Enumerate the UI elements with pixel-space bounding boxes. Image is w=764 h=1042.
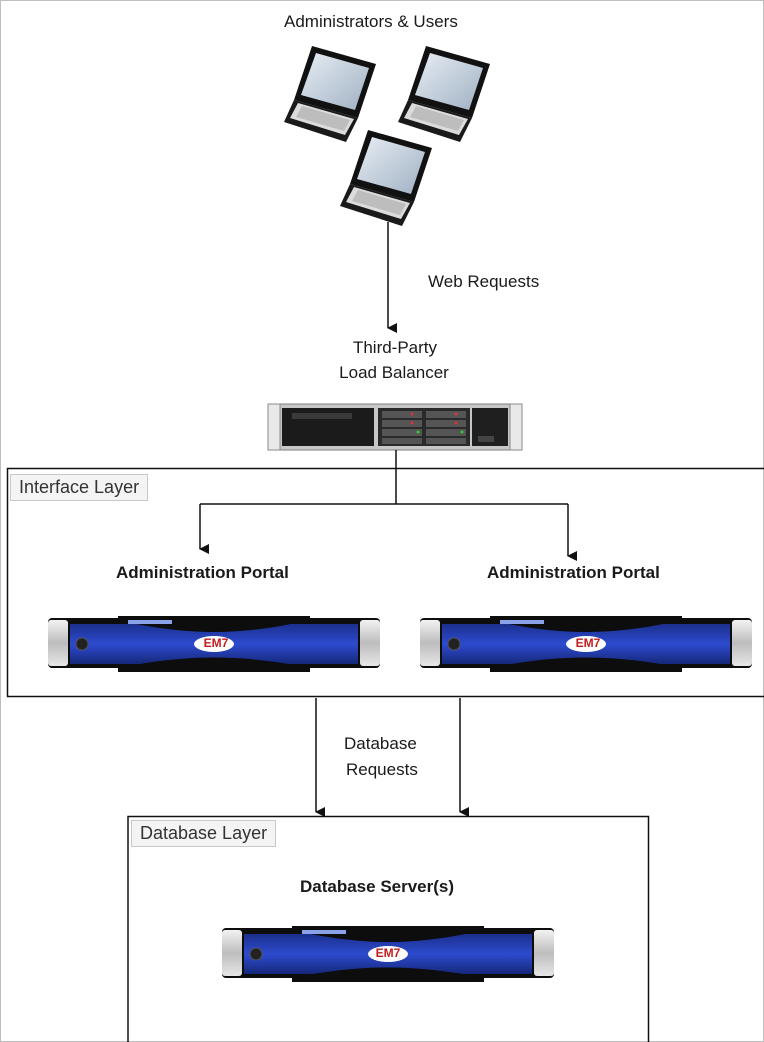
portal-label-left: Administration Portal xyxy=(116,563,289,582)
em7-badge: EM7 xyxy=(375,946,401,960)
interface-layer-title: Interface Layer xyxy=(10,474,149,501)
database-layer-box xyxy=(127,815,650,1042)
web-requests-label: Web Requests xyxy=(428,272,540,291)
load-balancer-label-line1: Third-Party xyxy=(352,338,438,357)
database-server-label: Database Server(s) xyxy=(300,877,455,896)
database-layer-title: Database Layer xyxy=(131,820,277,847)
interface-layer-box xyxy=(6,467,764,698)
laptop-icon xyxy=(284,46,376,142)
rack-server-icon xyxy=(267,403,523,451)
laptop-icon xyxy=(340,130,432,226)
portal-label-right: Administration Portal xyxy=(487,563,660,582)
load-balancer-label-line2: Load Balancer xyxy=(339,363,449,382)
em7-badge: EM7 xyxy=(203,636,229,650)
em7-badge: EM7 xyxy=(575,636,601,650)
users-label: Administrators & Users xyxy=(284,12,458,31)
db-requests-label-line2: Requests xyxy=(346,760,418,779)
laptop-icon xyxy=(398,46,490,142)
db-requests-label-line1: Database xyxy=(344,734,417,753)
